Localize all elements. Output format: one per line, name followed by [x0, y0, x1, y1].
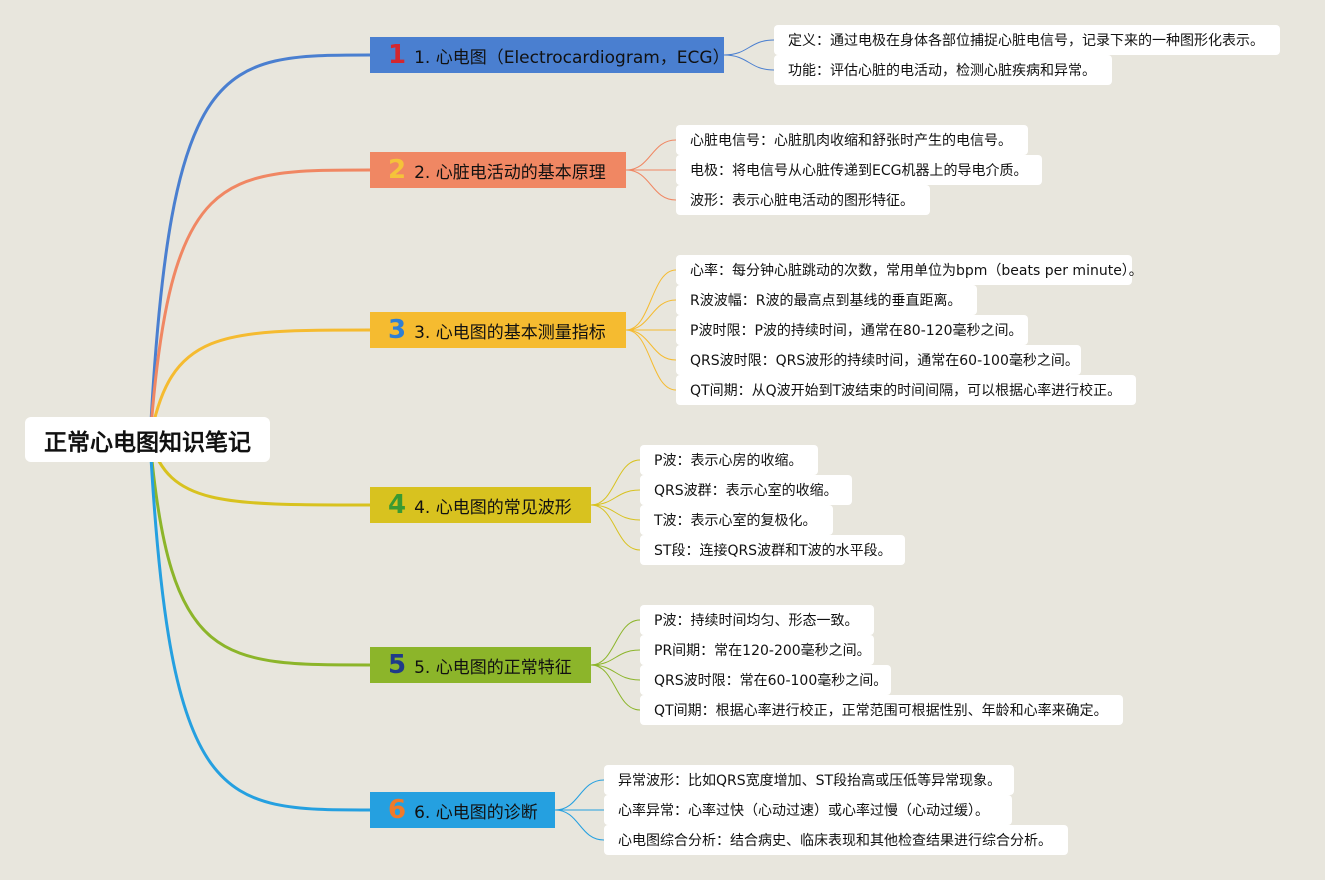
- leaf-qrs-complex[interactable]: QRS波群：表示心室的收缩。: [640, 475, 852, 505]
- leaf-connector: [625, 169, 677, 201]
- leaf-p-wave-normal[interactable]: P波：持续时间均匀、形态一致。: [640, 605, 874, 635]
- leaf-connector: [590, 504, 641, 551]
- leaf-connector: [625, 299, 677, 331]
- branch-diagnosis[interactable]: 6 6. 心电图的诊断: [370, 792, 555, 828]
- leaf-heart-rate[interactable]: 心率：每分钟心脏跳动的次数，常用单位为bpm（beats per minute）…: [676, 255, 1143, 285]
- leaf-abnormal-waveform[interactable]: 异常波形：比如QRS宽度增加、ST段抬高或压低等异常现象。: [604, 765, 1014, 795]
- leaf-connector: [625, 329, 677, 361]
- leaf-r-wave-amplitude[interactable]: R波波幅：R波的最高点到基线的垂直距离。: [676, 285, 977, 315]
- branch-connector: [148, 53, 371, 441]
- branch-normal-features[interactable]: 5 5. 心电图的正常特征: [370, 647, 591, 683]
- leaf-p-wave-duration[interactable]: P波时限：P波的持续时间，通常在80-120毫秒之间。: [676, 315, 1028, 345]
- branch-ecg-definition[interactable]: 1 1. 心电图（Electrocardiogram，ECG）: [370, 37, 730, 73]
- branch-basic-principle[interactable]: 2 2. 心脏电活动的基本原理: [370, 152, 626, 188]
- number-icon-5: 5: [388, 650, 407, 680]
- branch-connector: [148, 168, 371, 441]
- leaf-qt-interval-normal[interactable]: QT间期：根据心率进行校正，正常范围可根据性别、年龄和心率来确定。: [640, 695, 1123, 725]
- leaf-electrode[interactable]: 电极：将电信号从心脏传递到ECG机器上的导电介质。: [676, 155, 1042, 185]
- leaf-connector: [554, 779, 605, 811]
- leaf-qt-interval[interactable]: QT间期：从Q波开始到T波结束的时间间隔，可以根据心率进行校正。: [676, 375, 1136, 405]
- branch-label: 1. 心电图（Electrocardiogram，ECG）: [414, 47, 730, 68]
- branch-common-waveforms[interactable]: 4 4. 心电图的常见波形: [370, 487, 591, 523]
- leaf-connector: [723, 54, 775, 71]
- leaf-waveform[interactable]: 波形：表示心脏电活动的图形特征。: [676, 185, 930, 215]
- branch-measurements[interactable]: 3 3. 心电图的基本测量指标: [370, 312, 626, 348]
- leaf-t-wave[interactable]: T波：表示心室的复极化。: [640, 505, 833, 535]
- leaf-connector: [590, 459, 641, 506]
- leaf-connector: [625, 139, 677, 171]
- number-icon-1: 1: [388, 40, 407, 70]
- leaf-function[interactable]: 功能：评估心脏的电活动，检测心脏疾病和异常。: [774, 55, 1112, 85]
- branch-label: 6. 心电图的诊断: [414, 802, 538, 823]
- leaf-connector: [590, 664, 641, 711]
- leaf-connector: [590, 504, 641, 521]
- leaf-heart-signal[interactable]: 心脏电信号：心脏肌肉收缩和舒张时产生的电信号。: [676, 125, 1028, 155]
- root-topic[interactable]: 正常心电图知识笔记: [25, 417, 270, 462]
- leaf-connector: [625, 329, 677, 391]
- leaf-connector: [590, 619, 641, 666]
- branch-label: 3. 心电图的基本测量指标: [414, 322, 606, 343]
- leaf-connector: [554, 809, 605, 841]
- leaf-connector: [590, 649, 641, 666]
- leaf-connector: [723, 39, 775, 56]
- branch-label: 2. 心脏电活动的基本原理: [414, 162, 606, 183]
- number-icon-3: 3: [388, 315, 407, 345]
- leaf-p-wave[interactable]: P波：表示心房的收缩。: [640, 445, 818, 475]
- number-icon-4: 4: [388, 490, 407, 520]
- branch-connector: [148, 439, 371, 812]
- number-icon-2: 2: [388, 155, 407, 185]
- leaf-connector: [590, 489, 641, 506]
- branch-connector: [148, 439, 371, 667]
- leaf-comprehensive-analysis[interactable]: 心电图综合分析：结合病史、临床表现和其他检查结果进行综合分析。: [604, 825, 1068, 855]
- leaf-connector: [625, 269, 677, 331]
- leaf-pr-interval[interactable]: PR间期：常在120-200毫秒之间。: [640, 635, 874, 665]
- leaf-definition[interactable]: 定义：通过电极在身体各部位捕捉心脏电信号，记录下来的一种图形化表示。: [774, 25, 1280, 55]
- branch-label: 5. 心电图的正常特征: [414, 657, 572, 678]
- leaf-abnormal-rate[interactable]: 心率异常：心率过快（心动过速）或心率过慢（心动过缓）。: [604, 795, 1012, 825]
- leaf-connector: [590, 664, 641, 681]
- branch-label: 4. 心电图的常见波形: [414, 497, 572, 518]
- branch-connector: [148, 328, 371, 441]
- number-icon-6: 6: [388, 795, 407, 825]
- leaf-st-segment[interactable]: ST段：连接QRS波群和T波的水平段。: [640, 535, 905, 565]
- leaf-qrs-duration[interactable]: QRS波时限：QRS波形的持续时间，通常在60-100毫秒之间。: [676, 345, 1081, 375]
- leaf-qrs-duration-normal[interactable]: QRS波时限：常在60-100毫秒之间。: [640, 665, 891, 695]
